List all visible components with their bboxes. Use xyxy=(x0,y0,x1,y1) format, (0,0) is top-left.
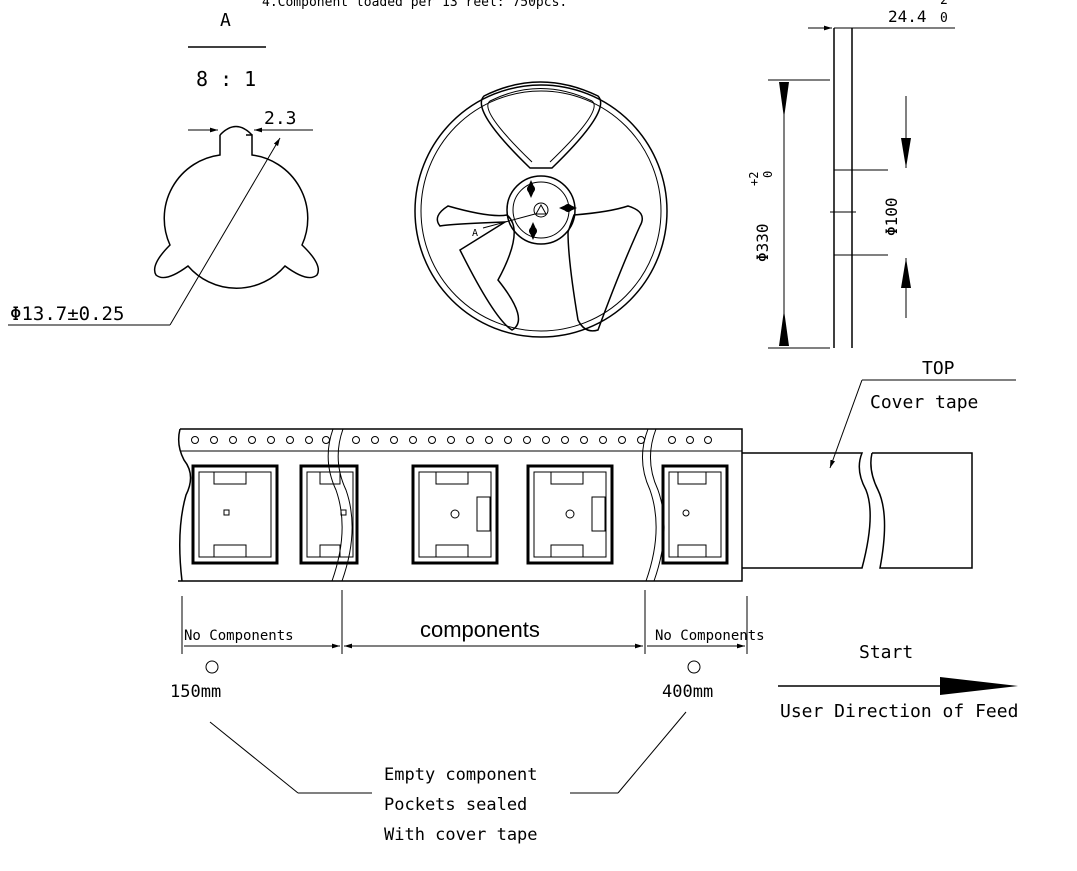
no-components-right-label: No Components xyxy=(655,628,765,644)
outer-diameter-label: Φ330 xyxy=(753,223,772,262)
hub-diameter-leader xyxy=(169,137,281,326)
section-dimensions xyxy=(181,590,748,654)
carrier-tape xyxy=(177,428,973,582)
reel-outer-ring xyxy=(414,84,668,338)
note-line-3: With cover tape xyxy=(384,825,538,845)
pocket-5 xyxy=(661,464,729,565)
reel-window-top xyxy=(480,81,602,169)
components-label: components xyxy=(420,617,540,642)
sprocket-holes xyxy=(191,436,712,444)
hub-diameter-side-label: Φ100 xyxy=(882,197,901,236)
reel-hub xyxy=(506,175,576,245)
hub-detail: 2.3 Φ13.7±0.25 xyxy=(8,108,320,326)
start-label: Start xyxy=(859,642,913,663)
side-width-label: 24.4 xyxy=(888,7,927,26)
reel-center-hole xyxy=(533,202,549,218)
hub-slot-cap xyxy=(219,125,253,136)
section-letter: A xyxy=(220,10,231,31)
cover-tape-label: Cover tape xyxy=(870,392,978,413)
cover-tape-pointer xyxy=(829,379,863,469)
cover-tape-leader xyxy=(742,452,973,569)
length-marker-right xyxy=(687,660,701,674)
scale-label: 8 : 1 xyxy=(196,67,256,91)
length-left-label: 150mm xyxy=(170,682,221,702)
no-components-left-label: No Components xyxy=(184,628,294,644)
length-right-label: 400mm xyxy=(662,682,713,702)
loading-note: 4.Component loaded per 13"reel: 750pcs. xyxy=(262,0,567,10)
outer-diameter-tol-upper: +2 xyxy=(747,172,761,186)
reel-side-view: 24.4 2 0 Φ330 +2 0 Φ100 xyxy=(747,0,955,349)
reel-window-left xyxy=(436,205,520,331)
slot-width-label: 2.3 xyxy=(264,108,297,129)
pocket-3 xyxy=(411,464,499,565)
reel-window-right xyxy=(567,205,643,332)
side-width-tol-upper: 2 xyxy=(940,0,948,8)
hub-diameter-label: Φ13.7±0.25 xyxy=(10,303,124,325)
feed-direction-label: User Direction of Feed xyxy=(780,701,1018,722)
pocket-4 xyxy=(526,464,614,565)
feed-arrow-head xyxy=(940,677,1018,695)
outer-diameter-tol-lower: 0 xyxy=(761,171,775,178)
hub-outline xyxy=(153,134,320,289)
pocket-2 xyxy=(299,464,359,565)
length-marker-left xyxy=(205,660,219,674)
note-line-2: Pockets sealed xyxy=(384,795,527,815)
reel-front-view: A xyxy=(414,81,668,338)
reel-center-mark: A xyxy=(472,228,478,239)
note-line-1: Empty component xyxy=(384,765,538,785)
side-width-tol-lower: 0 xyxy=(940,11,948,26)
reel-drive-holes xyxy=(527,180,577,240)
top-label: TOP xyxy=(922,358,955,379)
reel-outer-ring-inner xyxy=(420,90,662,332)
pocket-1 xyxy=(191,464,279,565)
